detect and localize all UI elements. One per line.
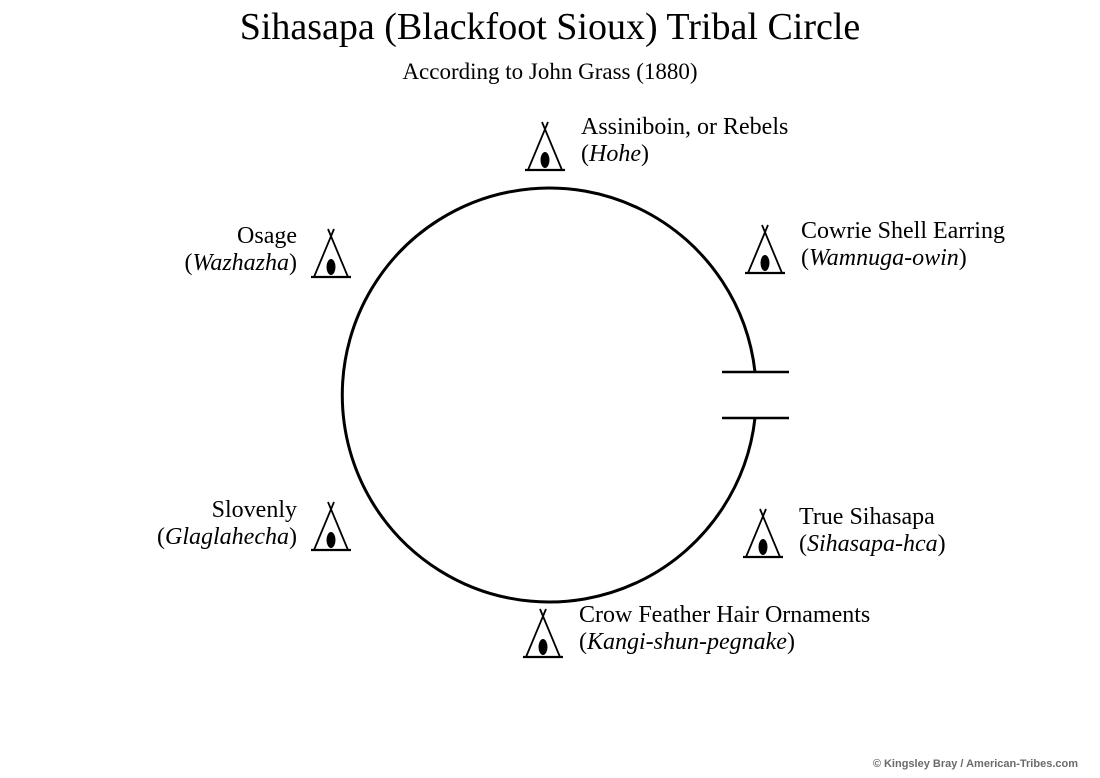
band-label-bottom: Crow Feather Hair Ornaments (Kangi-shun-… [579, 602, 870, 656]
band-name: Osage [237, 223, 297, 249]
band-label-lower-right: True Sihasapa (Sihasapa-hca) [799, 504, 946, 558]
diagram-title: Sihasapa (Blackfoot Sioux) Tribal Circle [239, 6, 861, 48]
band-name: Crow Feather Hair Ornaments [579, 602, 871, 628]
tipi-icon-bottom [521, 607, 565, 659]
band-native-name: (Wazhazha) [184, 250, 297, 276]
band-name: Assiniboin, or Rebels [581, 114, 789, 140]
copyright-credit: © Kingsley Bray / American-Tribes.com [872, 758, 1078, 770]
band-label-top: Assiniboin, or Rebels (Hohe) [581, 114, 788, 168]
tipi-icon-lower-right [741, 507, 785, 559]
tipi-icon-lower-left [309, 500, 353, 552]
camp-circle [340, 186, 757, 604]
band-native-name: (Hohe) [581, 141, 649, 167]
band-native-name: (Glaglahecha) [157, 524, 297, 550]
band-label-lower-left: Slovenly (Glaglahecha) [157, 497, 297, 551]
band-name: Slovenly [211, 497, 297, 523]
band-native-name: (Sihasapa-hca) [799, 531, 946, 557]
tipi-icon-upper-left [309, 227, 353, 279]
tipi-icon-upper-right [743, 223, 787, 275]
band-native-name: (Wamnuga-owin) [801, 245, 967, 271]
band-label-upper-left: Osage (Wazhazha) [185, 223, 297, 277]
diagram-subtitle: According to John Grass (1880) [402, 59, 698, 84]
band-native-name: (Kangi-shun-pegnake) [579, 629, 795, 655]
tipi-icon-top [523, 120, 567, 172]
band-label-upper-right: Cowrie Shell Earring (Wamnuga-owin) [801, 218, 1005, 272]
band-name: Cowrie Shell Earring [801, 218, 1005, 244]
band-name: True Sihasapa [799, 504, 935, 530]
